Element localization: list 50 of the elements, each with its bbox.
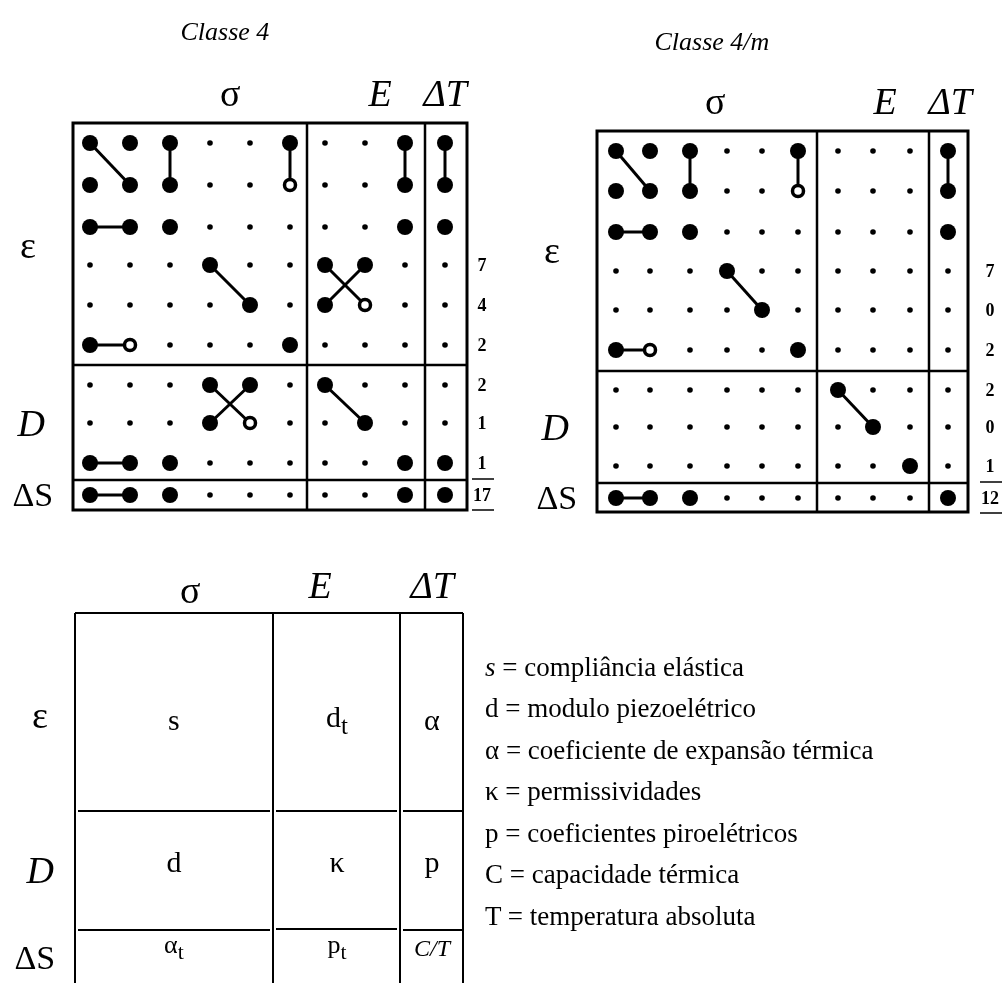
row-count: 12 <box>981 489 999 507</box>
row-count: 0 <box>985 418 995 436</box>
column-header: ΔT <box>410 566 454 604</box>
legend-text: α = coeficiente de expansão térmica <box>485 736 874 764</box>
table-cell-symbol: p <box>424 847 440 877</box>
row-header: ΔS <box>536 481 578 515</box>
column-header: ΔT <box>928 82 972 120</box>
class-title: Classe 4 <box>180 19 270 45</box>
row-header: ε <box>544 231 560 269</box>
row-count: 2 <box>477 336 487 354</box>
column-header: σ <box>705 82 726 120</box>
row-header: ε <box>32 696 48 734</box>
table-cell-symbol: s <box>168 705 180 735</box>
column-header: E <box>368 74 392 112</box>
column-header: ΔT <box>423 74 467 112</box>
row-header: D <box>17 404 45 442</box>
row-count: 2 <box>985 341 995 359</box>
legend-text: C = capacidade térmica <box>485 861 740 888</box>
row-count: 1 <box>477 414 487 432</box>
table-cell-symbol: C/T <box>414 936 451 960</box>
row-header: ΔS <box>12 478 54 512</box>
row-header: D <box>26 851 54 889</box>
row-count: 17 <box>473 486 491 504</box>
class-title: Classe 4/m <box>654 29 770 55</box>
row-header: D <box>541 408 569 446</box>
table-cell-symbol: d$_{t}$ <box>326 702 348 738</box>
column-header: σ <box>180 571 201 609</box>
row-count: 4 <box>477 296 487 314</box>
table-cell-symbol: d <box>166 847 182 877</box>
row-count: 7 <box>477 256 487 274</box>
row-count: 0 <box>985 301 995 319</box>
table-cell-symbol: α$_{t}$ <box>164 932 184 964</box>
row-count: 7 <box>985 262 995 280</box>
column-header: σ <box>220 74 241 112</box>
table-cell-symbol: α <box>424 705 440 735</box>
table-cell-symbol: p$_{t}$ <box>327 932 347 964</box>
legend-text: p = coeficientes piroelétricos <box>485 819 798 847</box>
table-cell-symbol: κ <box>329 847 345 877</box>
legend-text: T = temperatura absoluta <box>485 902 756 930</box>
row-count: 2 <box>477 376 487 394</box>
column-header: E <box>873 82 897 120</box>
row-count: 2 <box>985 381 995 399</box>
row-header: ε <box>20 226 36 264</box>
row-header: ΔS <box>14 941 56 975</box>
row-count: 1 <box>477 454 487 472</box>
column-header: E <box>308 566 332 604</box>
legend-text: κ = permissividades <box>485 778 702 805</box>
row-count: 1 <box>985 457 995 475</box>
legend-text: s = compliância elástica <box>485 653 744 681</box>
legend-text: d = modulo piezoelétrico <box>485 695 756 722</box>
